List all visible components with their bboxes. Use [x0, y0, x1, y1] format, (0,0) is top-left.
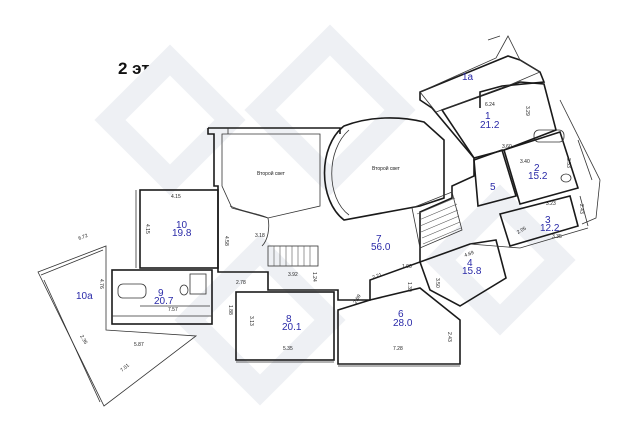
dimension-label: 5.87 — [134, 342, 144, 348]
room-7-area: 56.0 — [371, 242, 391, 253]
dimension-label: 1.24 — [311, 272, 317, 282]
dimension-label: 6.24 — [485, 102, 495, 108]
dimension-label: 3.53 — [565, 158, 571, 168]
room-2-number: 2 — [534, 163, 540, 174]
dimension-label: 4.76 — [98, 279, 104, 289]
room-6-number: 6 — [398, 309, 404, 320]
dimension-label: 4.69 — [464, 250, 475, 259]
dimension-label: 2.43 — [446, 332, 452, 342]
room-1a-number: 1а — [462, 72, 474, 83]
room-5-number: 5 — [490, 182, 496, 193]
room-8-number: 8 — [286, 314, 292, 325]
dimension-label: 3.29 — [524, 106, 530, 116]
dimension-label: 7.28 — [393, 346, 403, 352]
dimension-label: 7.01 — [119, 363, 130, 374]
room-labels: 1а 1 21.2 2 15.2 3 12.2 4 15.8 5 6 28.0 … — [76, 72, 560, 333]
second-light-left-void — [221, 133, 321, 247]
room-10-number: 10 — [176, 220, 188, 231]
room-1a-outline — [419, 35, 541, 113]
dimension-label: 7.57 — [168, 307, 178, 313]
dimension-labels: 6.24 3.29 3.60 3.40 3.53 3.23 2.43 2.05 … — [78, 102, 584, 374]
room-10a-number: 10а — [76, 291, 93, 302]
dimension-label: 2.35 — [78, 334, 88, 346]
staircase-left — [267, 245, 319, 267]
dimension-label: 1.88 — [227, 305, 233, 315]
room-10a-outline — [37, 245, 198, 407]
room-2-outline — [503, 129, 593, 205]
room-7-number: 7 — [376, 234, 382, 245]
dimension-label: 2.43 — [578, 204, 584, 214]
dimension-label: 3.23 — [546, 201, 556, 207]
room-3-number: 3 — [545, 215, 551, 226]
dimension-label: 3.13 — [248, 316, 254, 326]
staircase-right — [411, 191, 463, 249]
room-3-area: 12.2 — [540, 223, 560, 234]
room-1-number: 1 — [485, 111, 491, 122]
room-2-area: 15.2 — [528, 171, 548, 182]
room-10-area: 19.8 — [172, 228, 192, 239]
dimension-label: 6.72 — [78, 233, 89, 242]
dimension-label: 3.35 — [552, 234, 562, 240]
room-3-outline — [469, 195, 589, 249]
room-6-area: 28.0 — [393, 318, 413, 329]
dimension-label: 2.69 — [353, 293, 363, 305]
dimension-label: 4.15 — [144, 224, 150, 234]
room-4-area: 15.8 — [462, 266, 482, 277]
room-8-outline — [235, 291, 335, 363]
watermark — [94, 24, 576, 406]
second-light-right-label: Второй свет — [372, 165, 401, 172]
dimension-label: 2.05 — [516, 226, 528, 236]
room-6-outline — [337, 287, 461, 367]
dimension-label: 4.58 — [223, 236, 229, 246]
dimension-label: 3.92 — [288, 272, 298, 278]
dimension-label: 1.00 — [402, 264, 412, 270]
dimension-label: 2.21 — [372, 272, 383, 281]
dimension-label: 3.60 — [502, 144, 512, 150]
right-balcony-edge — [559, 99, 601, 225]
room-9-number: 9 — [158, 288, 164, 299]
dimension-label: 1.39 — [406, 282, 412, 292]
room-1-area: 21.2 — [480, 120, 500, 131]
dimension-label: 5.35 — [283, 346, 293, 352]
dimension-label: 4.15 — [171, 194, 181, 200]
second-light-left-label: Второй свет — [257, 170, 286, 177]
dimension-label: 3.18 — [255, 233, 265, 239]
room-9-outline — [111, 269, 213, 325]
room-9-area: 20.7 — [154, 296, 174, 307]
room-4-number: 4 — [467, 258, 473, 269]
dimension-label: 3.40 — [520, 159, 530, 165]
second-light-void — [323, 117, 445, 221]
room-8-area: 20.1 — [282, 322, 302, 333]
dimension-label: 3.50 — [434, 278, 440, 288]
dimension-label: 2.78 — [236, 280, 246, 286]
room-1-outline — [440, 81, 557, 159]
